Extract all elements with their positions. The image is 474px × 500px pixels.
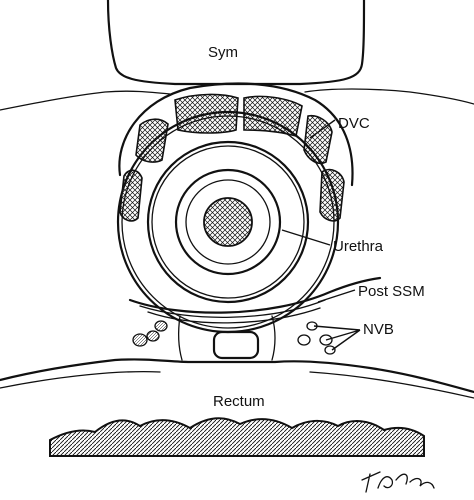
- label-rectum: Rectum: [213, 393, 265, 410]
- rectal-mucosa: [49, 417, 425, 457]
- label-dvc: DVC: [338, 115, 370, 132]
- nvb-vessel: [297, 334, 311, 346]
- urethra: Urethra: [116, 110, 384, 334]
- nvb-vessel: [154, 320, 168, 332]
- dvc-vessel: [303, 114, 333, 165]
- central-tissue: [212, 330, 260, 360]
- neurovascular-bundles: NVB: [132, 315, 394, 361]
- nvb-vessel: [324, 345, 336, 355]
- artist-signature: [361, 471, 435, 493]
- nvb-vessel: [132, 333, 148, 347]
- nvb-vessel: [146, 330, 160, 342]
- label-nvb: NVB: [363, 321, 394, 338]
- urethral-lumen: [203, 197, 253, 247]
- label-urethra: Urethra: [333, 238, 384, 255]
- label-sym: Sym: [208, 44, 238, 61]
- nvb-vessel: [319, 334, 333, 346]
- symphysis-pubis: Sym: [0, 0, 474, 111]
- dvc-vessel: [243, 95, 303, 138]
- label-post-ssm: Post SSM: [358, 283, 425, 300]
- rectum: Rectum: [0, 358, 474, 457]
- posterior-ssm: Post SSM: [128, 276, 425, 324]
